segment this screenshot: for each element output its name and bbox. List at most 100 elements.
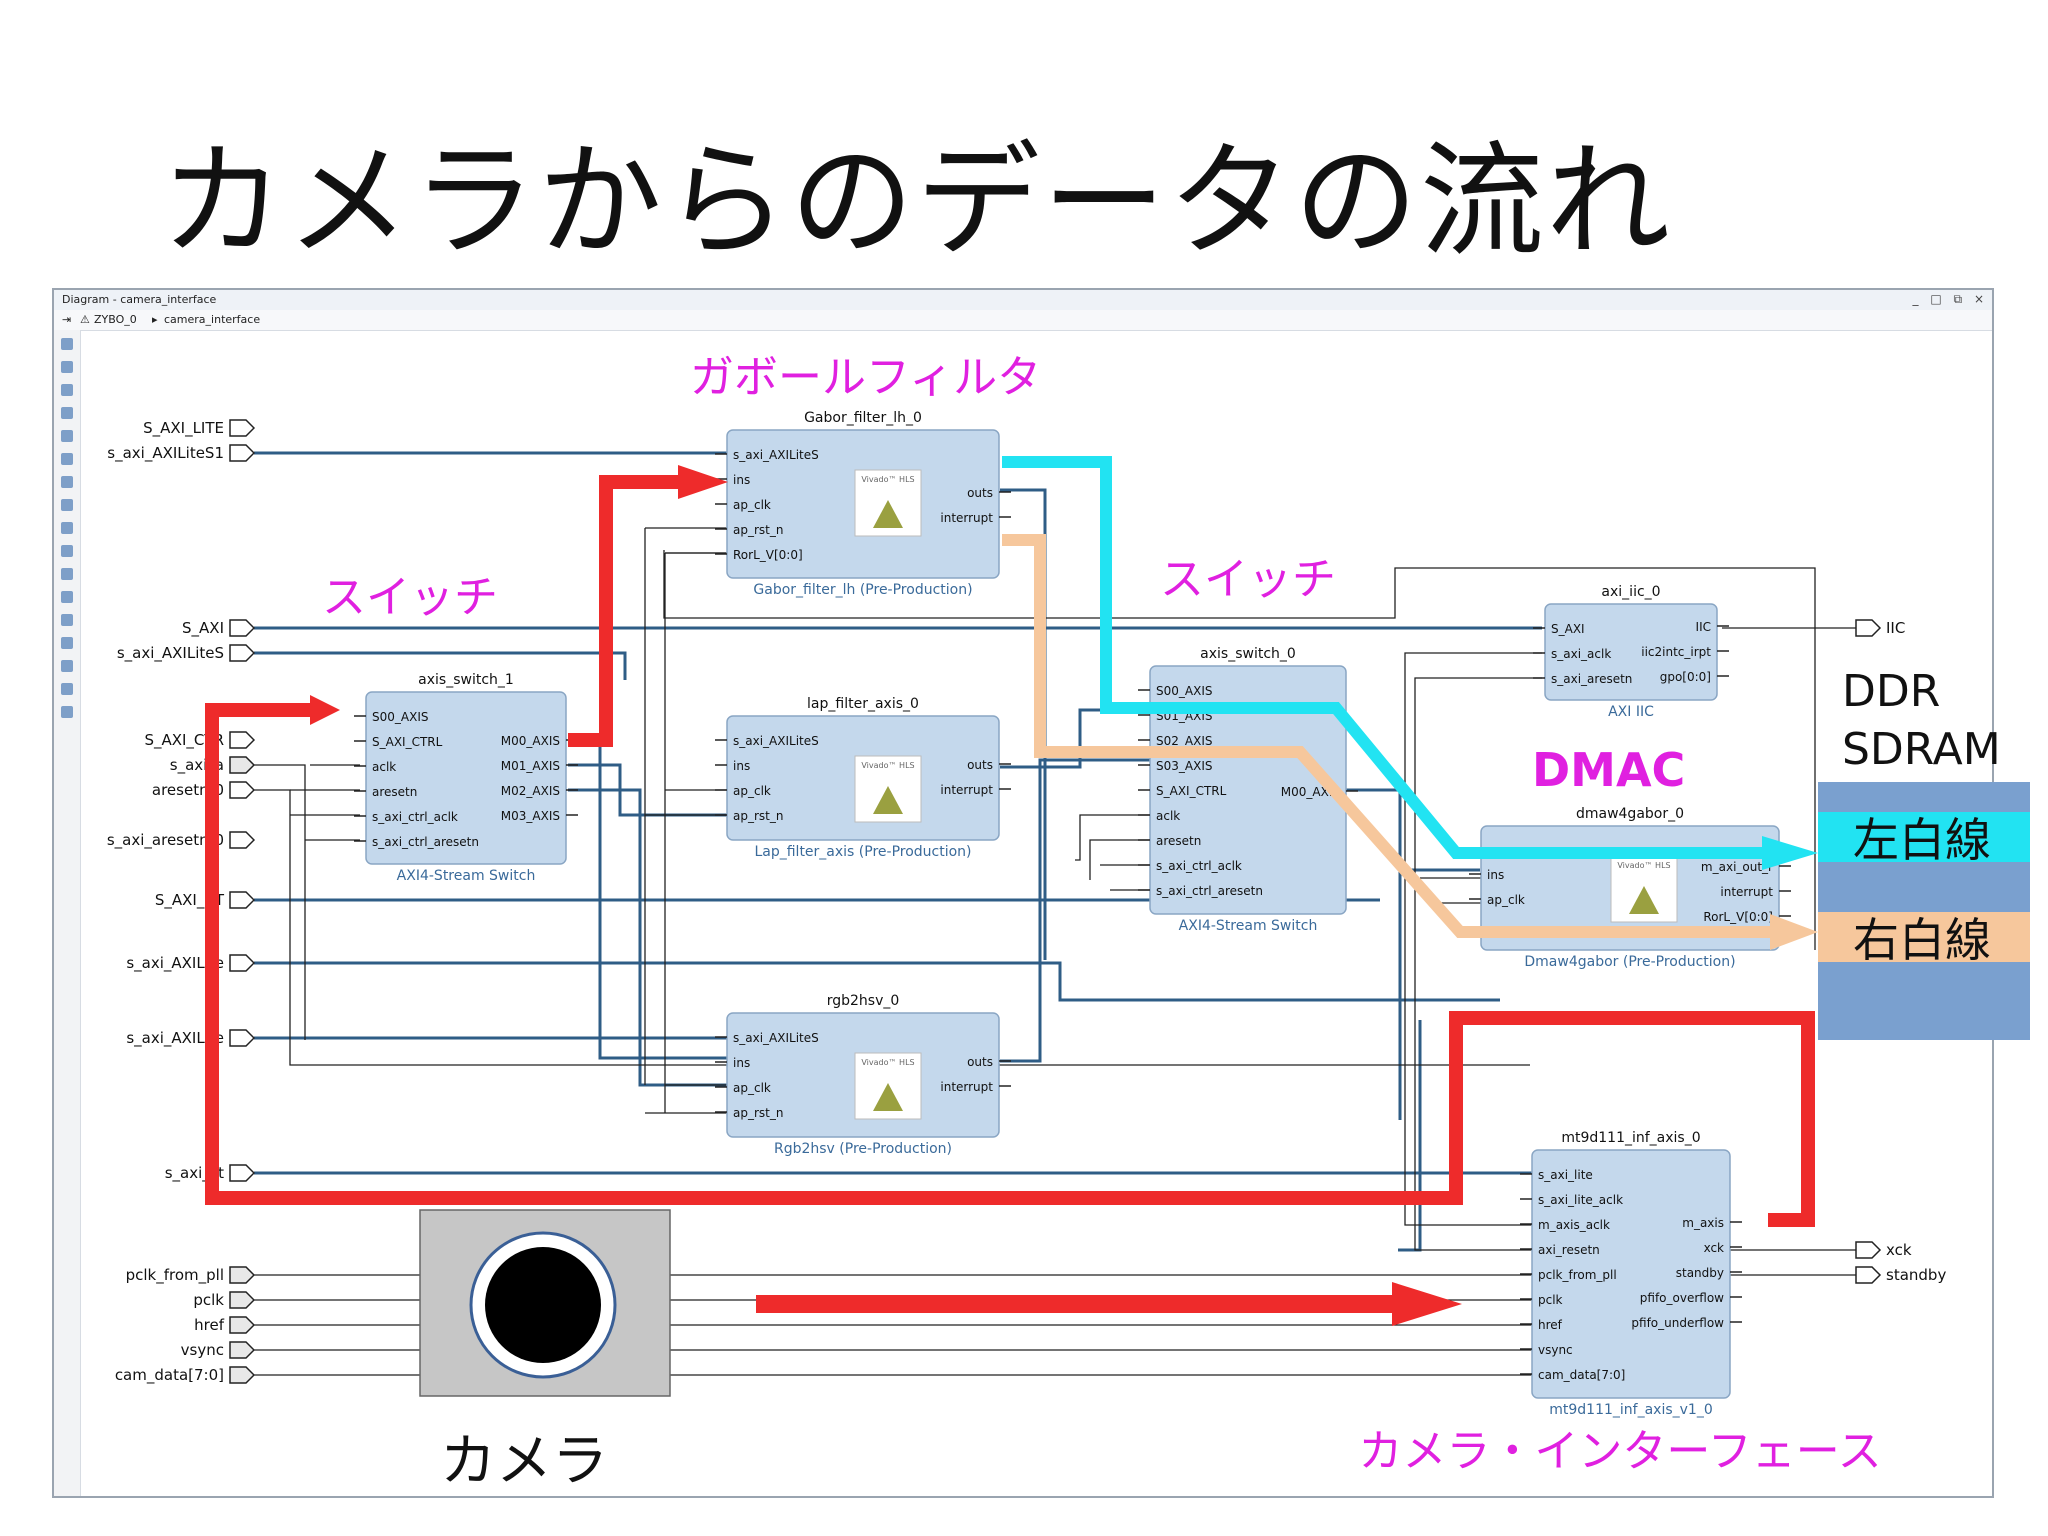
- port-arrow: [229, 756, 256, 774]
- validate-icon[interactable]: [61, 614, 73, 626]
- external-port-in[interactable]: s_axi_AXILiteS: [117, 644, 256, 663]
- external-port-label: cam_data[7:0]: [115, 1366, 224, 1385]
- hls-badge-text: Vivado™ HLS: [861, 761, 914, 770]
- zoom-fit-icon[interactable]: [61, 384, 73, 396]
- fit-window-icon[interactable]: [61, 430, 73, 442]
- port-label-out: iic2intc_irpt: [1641, 645, 1711, 659]
- distribute-icon[interactable]: [61, 522, 73, 534]
- right-line-band: [1818, 912, 2030, 962]
- external-port-in[interactable]: S_AXI_CTR: [144, 731, 256, 750]
- external-port-out[interactable]: IIC: [1855, 619, 1905, 637]
- external-port-in[interactable]: S_AXI_CT: [155, 891, 256, 910]
- external-port-out[interactable]: xck: [1855, 1241, 1912, 1259]
- run-automation-icon[interactable]: [61, 591, 73, 603]
- right-line-flow: [1002, 534, 1778, 938]
- port-label-in: aresetn: [1156, 834, 1201, 848]
- external-port-in[interactable]: href: [194, 1316, 256, 1334]
- export-icon[interactable]: [61, 706, 73, 718]
- block-name: lap_filter_axis_0: [807, 696, 919, 712]
- maximize-button[interactable]: ⧉: [1953, 292, 1963, 306]
- options-icon[interactable]: [61, 683, 73, 695]
- port-arrow: [1855, 619, 1882, 637]
- external-port-in[interactable]: aresetn[0: [152, 781, 256, 799]
- port-label-in: ap_rst_n: [733, 1106, 783, 1120]
- port-label-out: interrupt: [940, 1080, 993, 1094]
- port-label-in: ap_clk: [733, 498, 771, 512]
- refresh-icon[interactable]: [61, 453, 73, 465]
- port-arrow: [1855, 1241, 1882, 1259]
- external-port-in[interactable]: S_AXI_LITE: [143, 419, 256, 438]
- camera-flow-arrowhead: [310, 695, 340, 725]
- annotation-sdram: SDRAM: [1842, 724, 2001, 775]
- settings-icon[interactable]: [61, 637, 73, 649]
- port-arrow: [229, 1266, 256, 1284]
- external-port-label: xck: [1886, 1241, 1912, 1259]
- external-port-label: s_axi_AXILite: [126, 954, 224, 973]
- close-button[interactable]: ×: [1973, 292, 1984, 306]
- port-arrow: [229, 781, 256, 799]
- hls-badge-text: Vivado™ HLS: [861, 475, 914, 484]
- wire-sw0-m00: [1346, 788, 1480, 872]
- breadcrumb-item-project[interactable]: ZYBO_0: [94, 313, 137, 326]
- signal-wire: [1404, 652, 1542, 1226]
- external-port-label: s_axi_aresetn[0: [107, 831, 224, 850]
- restore-button[interactable]: □: [1930, 292, 1942, 306]
- regenerate-icon[interactable]: [61, 660, 73, 672]
- external-port-in[interactable]: s_axi_aresetn[0: [107, 831, 256, 850]
- block-body[interactable]: [365, 691, 567, 865]
- search-icon[interactable]: [61, 476, 73, 488]
- external-port-out[interactable]: standby: [1855, 1266, 1946, 1284]
- signal-wire: [254, 764, 306, 1040]
- route-icon[interactable]: [61, 568, 73, 580]
- align-icon[interactable]: [61, 499, 73, 511]
- external-port-label: standby: [1886, 1266, 1946, 1284]
- switch-to-gabor-arrowhead: [678, 465, 728, 499]
- wire-axilite-s: [254, 651, 627, 680]
- diagram-toolbar: [54, 330, 81, 1496]
- block-name: axis_switch_0: [1200, 646, 1296, 662]
- minimize-button[interactable]: _: [1912, 292, 1919, 306]
- port-label-in: S_AXI: [1551, 622, 1585, 636]
- block-body[interactable]: [1544, 603, 1718, 701]
- camera-image: [419, 1209, 671, 1397]
- external-port-in[interactable]: s_axi_AXILiteS1: [107, 444, 256, 463]
- port-arrow: [229, 1029, 256, 1047]
- external-port-label: IIC: [1886, 619, 1905, 637]
- annotation-gabor-filter: ガボールフィルタ: [690, 352, 1041, 403]
- port-label-in: axi_resetn: [1538, 1243, 1600, 1257]
- signal-wire: [1089, 839, 1153, 880]
- external-port-in[interactable]: pclk_from_pll: [126, 1266, 256, 1285]
- block-caption: Rgb2hsv (Pre-Production): [774, 1141, 952, 1157]
- port-label-in: S_AXI_CTRL: [372, 735, 443, 749]
- port-label-in: s_axi_lite_aclk: [1538, 1193, 1623, 1207]
- external-port-label: vsync: [181, 1341, 224, 1359]
- zoom-in-icon[interactable]: [61, 338, 73, 350]
- collapse-icon[interactable]: ⇥: [62, 313, 72, 326]
- port-label-out: gpo[0:0]: [1660, 670, 1711, 684]
- external-port-in[interactable]: s_axi_AXILite: [126, 954, 256, 973]
- annotation-right-line: 右白線: [1853, 913, 1991, 967]
- add-ip-icon[interactable]: [61, 545, 73, 557]
- external-port-in[interactable]: vsync: [181, 1341, 256, 1359]
- external-port-in[interactable]: pclk: [193, 1291, 256, 1309]
- vivado-hls-logo: [1610, 855, 1678, 923]
- signal-wire: [1414, 677, 1542, 1251]
- external-port-label: S_AXI_CTR: [144, 731, 224, 750]
- breadcrumb-item-diagram[interactable]: camera_interface: [164, 313, 261, 326]
- block-mt9[interactable]: mt9d111_inf_axis_0mt9d111_inf_axis_v1_0s…: [1520, 1130, 1742, 1418]
- port-label-out: m_axi_out_r: [1701, 860, 1773, 874]
- external-port-in[interactable]: S_AXI: [182, 619, 256, 638]
- zoom-out-icon[interactable]: [61, 361, 73, 373]
- external-port-in[interactable]: s_axi_AXILite: [126, 1029, 256, 1048]
- window-controls: _ □ ⧉ ×: [1905, 292, 1984, 307]
- left-line-flow: [1002, 456, 1770, 859]
- external-port-in[interactable]: cam_data[7:0]: [115, 1366, 256, 1385]
- select-icon[interactable]: [61, 407, 73, 419]
